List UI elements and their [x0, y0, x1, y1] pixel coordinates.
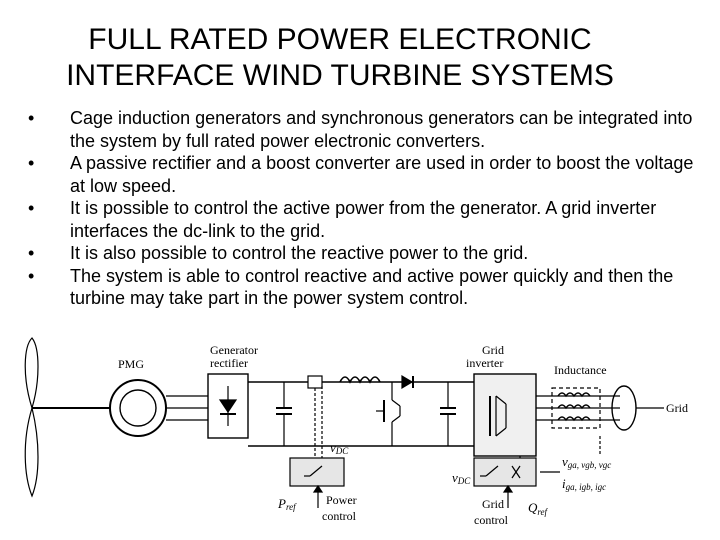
- pmg-label: PMG: [118, 357, 144, 371]
- grid-control-label: control: [474, 513, 509, 527]
- bullet-item: It is also possible to control the react…: [28, 242, 708, 265]
- measurement-current-label: iga, igb, igc: [562, 476, 606, 492]
- power-control-label: control: [322, 509, 357, 523]
- vdc-label: vDC: [452, 470, 471, 486]
- inductance-label: Inductance: [554, 363, 607, 377]
- pmg-generator-icon: [109, 379, 167, 437]
- grid-label: Grid: [666, 401, 688, 415]
- grid-inverter-box: [473, 373, 537, 457]
- generator-rectifier-label: Generator: [210, 343, 258, 357]
- inductance-box: [551, 387, 601, 429]
- bullet-item: Cage induction generators and synchronou…: [28, 107, 708, 152]
- generator-rectifier-label: rectifier: [210, 356, 248, 370]
- system-diagram: PMG Generator rectifier Grid inverter In…: [24, 337, 688, 527]
- bullet-item: A passive rectifier and a boost converte…: [28, 152, 708, 197]
- grid-control-box: [473, 457, 537, 487]
- turbine-icon: [24, 337, 110, 498]
- grid-inverter-label: Grid: [482, 343, 504, 357]
- title-line-1: FULL RATED POWER ELECTRONIC: [88, 23, 592, 56]
- bullet-item: The system is able to control reactive a…: [28, 265, 708, 310]
- power-control-box: [289, 457, 345, 487]
- power-control-label: Power: [326, 493, 357, 507]
- pref-label: Pref: [277, 496, 297, 512]
- measurement-voltage-label: vga, vgb, vgc: [562, 454, 611, 470]
- bullet-list: Cage induction generators and synchronou…: [28, 107, 708, 310]
- grid-inverter-label: inverter: [466, 356, 503, 370]
- vdc-label: vDC: [330, 440, 349, 456]
- generator-rectifier-box: [207, 373, 249, 439]
- title-line-2: INTERFACE WIND TURBINE SYSTEMS: [66, 59, 614, 92]
- qref-label: Qref: [528, 500, 549, 517]
- slide-title: FULL RATED POWER ELECTRONIC INTERFACE WI…: [0, 22, 680, 94]
- bullet-item: It is possible to control the active pow…: [28, 197, 708, 242]
- grid-control-label: Grid: [482, 497, 504, 511]
